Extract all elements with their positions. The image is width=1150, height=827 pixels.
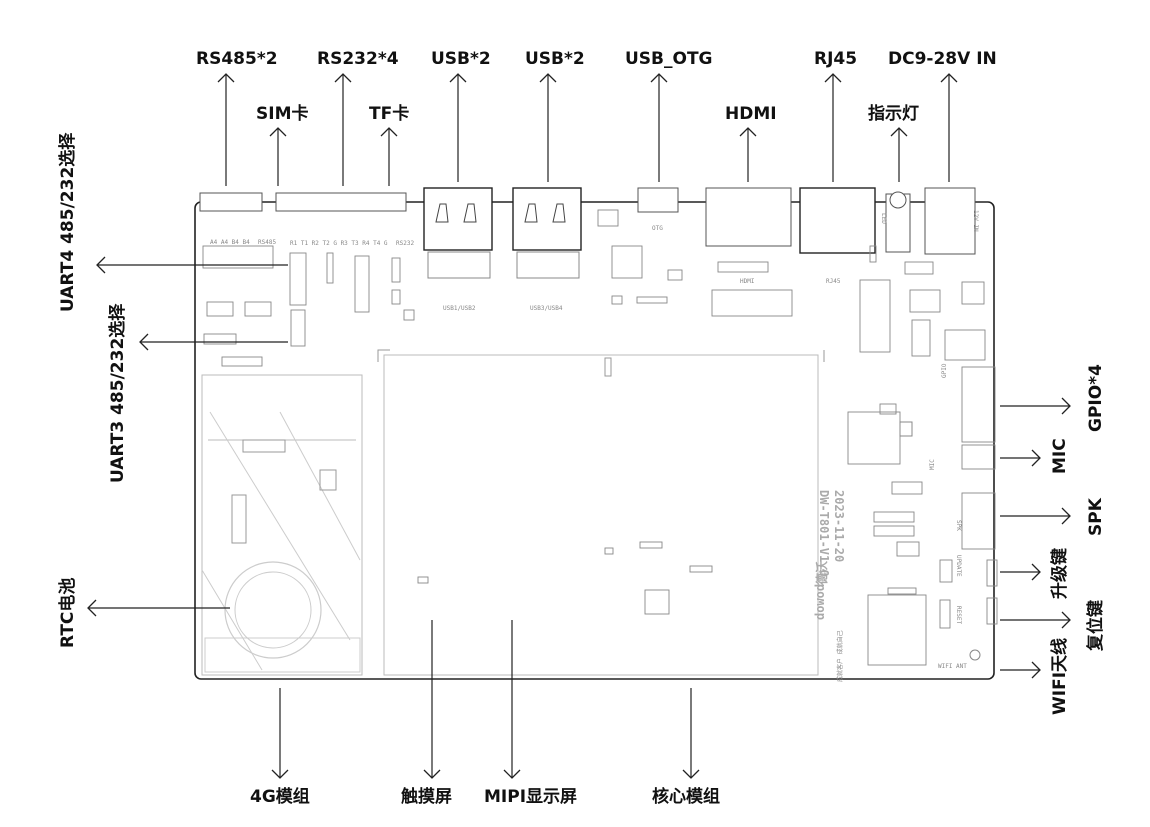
label-tf-card: TF卡 [369, 104, 410, 124]
silk-usb12: USB1/USB2 [443, 305, 476, 312]
connectors-top [199, 187, 976, 255]
silk-date: 2023-11-20 [832, 490, 846, 562]
label-mic: MIC [1050, 438, 1070, 474]
label-rtc-battery: RTC电池 [58, 577, 78, 648]
label-usb-2: USB*2 [525, 49, 585, 69]
silk-brand-sub: 成就客户 成就自己 [836, 630, 844, 682]
label-usb-1: USB*2 [431, 49, 491, 69]
silk-wifi: WIFI ANT [938, 663, 967, 670]
label-rj45: RJ45 [814, 49, 858, 69]
usb-connector-2 [512, 187, 582, 251]
dc-jack [924, 187, 976, 255]
label-indicator-led: 指示灯 [868, 104, 919, 124]
label-uart3: UART3 485/232选择 [108, 303, 128, 483]
silk-upgrade: UPDATE [955, 555, 962, 577]
silk-hdmi: HDMI [740, 278, 755, 285]
rs232-connector [275, 192, 407, 212]
pcb-outline [194, 201, 995, 680]
silk-model: DW-T801-V1.0 [817, 490, 831, 577]
silk-usb34: USB3/USB4 [530, 305, 563, 312]
silk-rs485: RS485 [258, 239, 276, 246]
silk-brand-cn: 德沃 [814, 561, 829, 585]
label-sim-card: SIM卡 [256, 104, 309, 124]
top-arrows [217, 73, 958, 186]
label-reset-key: 复位键 [1086, 600, 1106, 651]
rtc-battery-holder [224, 561, 322, 659]
silk-gpio: GPIO [941, 363, 948, 378]
label-4g-module: 4G模组 [250, 787, 310, 807]
label-hdmi: HDMI [725, 104, 777, 124]
label-mipi-display: MIPI显示屏 [484, 787, 578, 807]
rs485-connector [199, 192, 263, 212]
label-gpio: GPIO*4 [1086, 364, 1106, 432]
silk-rs232-pins: R1 T1 R2 T2 G R3 T3 R4 T4 G [290, 240, 388, 247]
silk-rj45: RJ45 [826, 278, 841, 285]
label-rs485: RS485*2 [196, 49, 278, 69]
label-upgrade-key: 升级键 [1050, 548, 1070, 599]
usb-connector-1 [423, 187, 493, 251]
hdmi-connector [705, 187, 792, 247]
mipi-area [383, 354, 819, 676]
silk-brand: dowod [813, 584, 827, 620]
label-dc-in: DC9-28V IN [888, 49, 997, 69]
module-4g-area [201, 374, 363, 676]
silk-rs485-pins: A4 A4 B4 B4 [210, 239, 250, 246]
label-usb-otg: USB_OTG [625, 49, 713, 69]
silk-led: LED [880, 213, 887, 224]
silk-spk: SPK [955, 520, 962, 531]
silk-reset: RESET [955, 606, 962, 624]
silk-mic: MIC [929, 459, 936, 470]
label-core-module: 核心模组 [652, 787, 720, 807]
left-arrows [87, 256, 288, 617]
label-touch-screen: 触摸屏 [401, 787, 452, 807]
rj45-connector [799, 187, 876, 254]
bottom-arrows [271, 620, 700, 779]
label-rs232: RS232*4 [317, 49, 399, 69]
silk-otg: OTG [652, 225, 663, 232]
label-wifi-antenna: WIFI天线 [1050, 637, 1070, 715]
right-arrows [1000, 397, 1071, 679]
silk-rs232: RS232 [396, 240, 414, 247]
otg-connector [637, 187, 679, 213]
label-uart4: UART4 485/232选择 [58, 132, 78, 312]
label-spk: SPK [1086, 498, 1106, 536]
silk-dc: 12V IN [972, 210, 979, 232]
